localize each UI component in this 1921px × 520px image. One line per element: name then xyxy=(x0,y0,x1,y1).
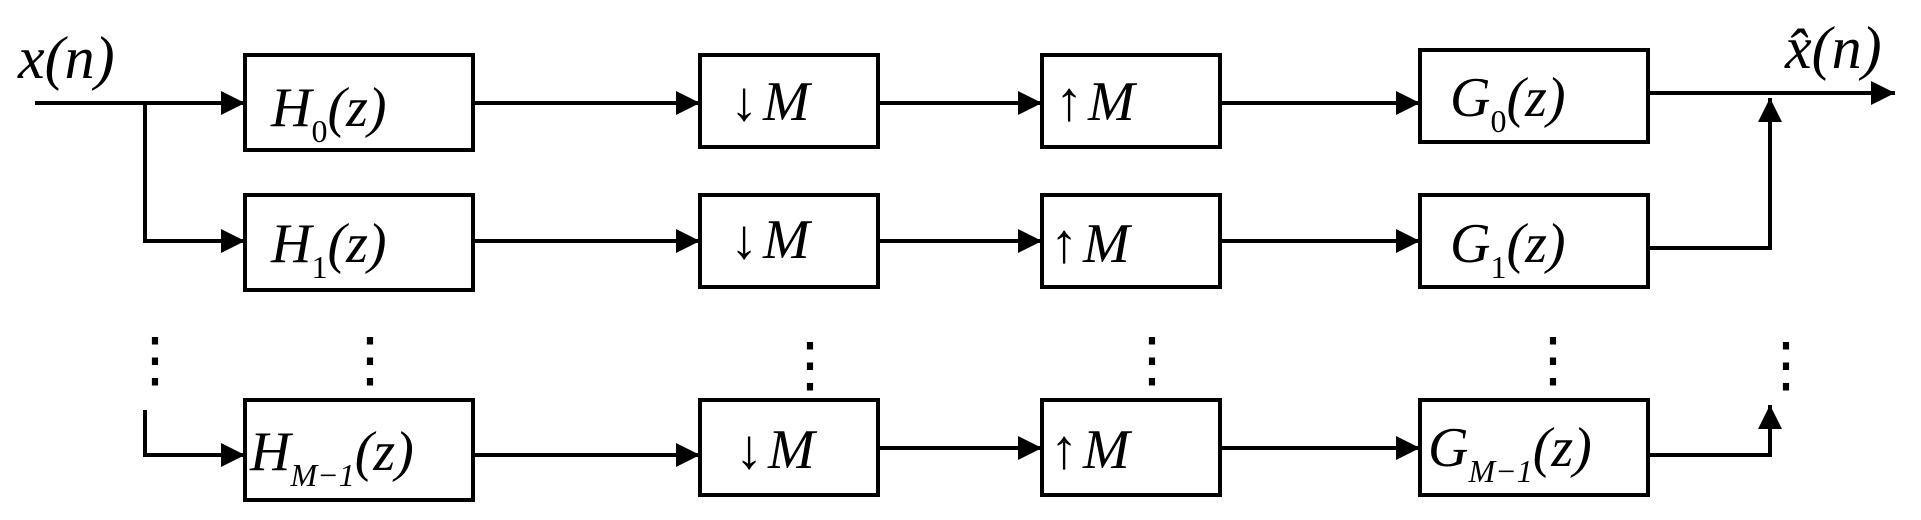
output-label: x̂(n) xyxy=(1784,15,1882,81)
input-branch-line-1 xyxy=(143,103,245,253)
ellipsis-output: ⋮ xyxy=(1756,332,1816,398)
branch-0: H0(z) ↓M ↑M G0(z) xyxy=(243,48,1650,152)
synthesis-filter-box-last xyxy=(1418,398,1650,497)
ellipsis-downsampler: ⋮ xyxy=(780,332,840,398)
analysis-filter-box-last xyxy=(243,398,475,502)
synthesis-filter-label-last: GM−1(z) xyxy=(1428,417,1592,489)
analysis-filter-label-1: H1(z) xyxy=(270,213,387,285)
input-branch-line-last xyxy=(143,410,245,467)
upsampler-label-0: ↑M xyxy=(1055,71,1138,133)
branch-last: HM−1(z) ↓M ↑M GM−1(z) xyxy=(243,398,1650,502)
output-combine-line-last xyxy=(1648,405,1782,457)
downsampler-label-0: ↓M xyxy=(730,71,813,133)
output-combine-line-1 xyxy=(1648,98,1782,250)
input-label: x(n) xyxy=(17,25,115,91)
synthesis-filter-box-0 xyxy=(1418,48,1650,144)
ellipsis-analysis: ⋮ xyxy=(340,327,400,393)
upsampler-label-last: ↑M xyxy=(1050,419,1133,481)
synthesis-filter-box-1 xyxy=(1418,193,1650,289)
downsampler-label-last: ↓M xyxy=(735,419,818,481)
analysis-filter-label-last: HM−1(z) xyxy=(249,421,414,493)
ellipsis-input: ⋮ xyxy=(125,327,185,393)
branch-1: H1(z) ↓M ↑M G1(z) xyxy=(243,193,1650,292)
synthesis-filter-label-1: G1(z) xyxy=(1450,213,1566,285)
synthesis-filter-label-0: G0(z) xyxy=(1450,67,1566,139)
ellipsis-upsampler: ⋮ xyxy=(1122,327,1182,393)
upsampler-label-1: ↑M xyxy=(1050,213,1133,275)
downsampler-label-1: ↓M xyxy=(730,209,813,271)
analysis-filter-label-0: H0(z) xyxy=(270,77,387,149)
ellipsis-synthesis: ⋮ xyxy=(1523,327,1583,393)
